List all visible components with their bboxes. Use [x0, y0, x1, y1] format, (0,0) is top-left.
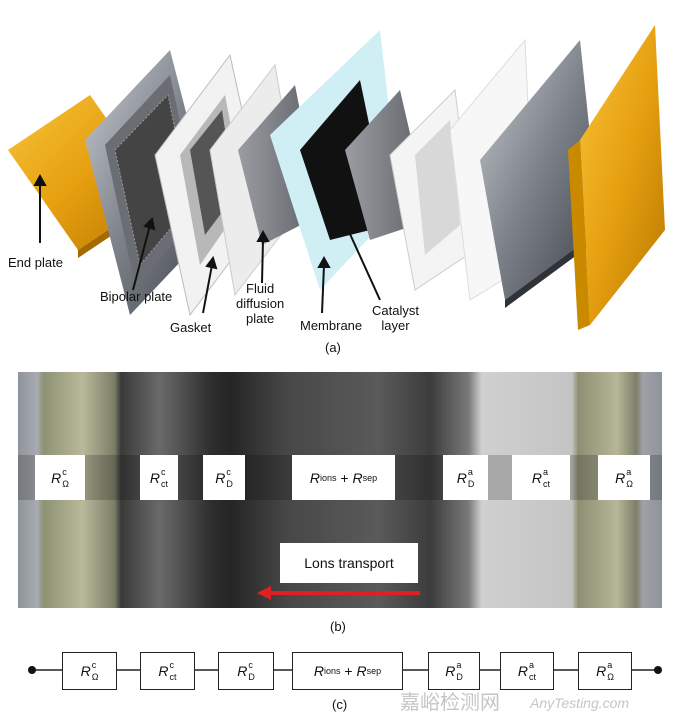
r-sub: D — [248, 672, 255, 682]
r-sub: D — [456, 672, 463, 682]
r-symbol: R — [531, 469, 543, 486]
label-bipolar-plate: Bipolar plate — [100, 289, 173, 304]
r-sup: a — [543, 466, 549, 477]
r-sub: Ω — [91, 672, 99, 682]
caption-b: (b) — [330, 619, 346, 634]
watermark-cn: 嘉峪检测网 — [400, 690, 500, 714]
r-symbol: R — [215, 469, 226, 486]
r-sub: sep — [362, 472, 378, 483]
r-sub: D — [467, 478, 475, 489]
r-symbol: R — [356, 663, 367, 679]
r-sup: a — [626, 466, 632, 477]
r-sub: ions — [324, 666, 341, 676]
label-arrows — [33, 173, 381, 314]
label-fluid-diffusion-plate: Fluid diffusion plate — [236, 281, 284, 326]
r-sup: c — [248, 660, 253, 670]
r-sub: Ω — [626, 478, 633, 489]
watermark-en: AnyTesting.com — [530, 695, 630, 711]
r-sub: ct — [169, 672, 177, 682]
r-sub: Ω — [607, 672, 614, 682]
label-line: Fluid — [246, 281, 275, 296]
r-symbol: R — [352, 469, 363, 486]
r-symbol: R — [445, 663, 456, 679]
r-symbol: R — [158, 663, 169, 679]
label-gasket: Gasket — [170, 320, 212, 335]
r-sub: ions — [320, 472, 337, 483]
r-sup: c — [226, 466, 231, 477]
terminal-left — [28, 666, 36, 674]
r-symbol: R — [517, 663, 529, 679]
r-sub: Ω — [62, 478, 69, 489]
plus: + — [340, 469, 349, 486]
r-sup: a — [467, 466, 473, 477]
label-end-plate: End plate — [8, 255, 63, 270]
label-line: plate — [245, 311, 275, 326]
r-symbol: R — [313, 663, 324, 679]
r-symbol: R — [149, 469, 161, 486]
r-sup: a — [529, 660, 535, 670]
r-symbol: R — [51, 469, 62, 486]
r-sub: ct — [543, 478, 551, 489]
r-sup: a — [607, 660, 613, 670]
terminal-right — [654, 666, 662, 674]
ions-transport-label: Lons transport — [280, 543, 418, 583]
end-plate-right — [568, 25, 665, 330]
r-symbol: R — [615, 469, 626, 486]
r-sub: D — [226, 478, 233, 489]
r-symbol: R — [80, 663, 91, 679]
label-line: diffusion — [236, 296, 285, 311]
r-sup: c — [91, 660, 97, 670]
plus: + — [344, 663, 353, 679]
r-symbol: R — [309, 469, 320, 486]
r-symbol: R — [456, 469, 467, 486]
caption-c: (c) — [332, 697, 348, 712]
label-catalyst-layer: Catalyst layer — [372, 303, 419, 333]
label-membrane: Membrane — [300, 318, 363, 333]
r-symbol: R — [596, 663, 607, 679]
r-sub: ct — [161, 478, 169, 489]
ions-transport-arrow — [257, 586, 420, 600]
r-sub: ct — [529, 672, 537, 682]
caption-a: (a) — [325, 340, 341, 355]
r-sup: c — [62, 466, 67, 477]
label-line: Catalyst — [372, 303, 419, 318]
r-sub: sep — [366, 666, 382, 676]
r-symbol: R — [237, 663, 248, 679]
r-sup: a — [456, 660, 462, 670]
r-sup: c — [161, 466, 166, 477]
label-line: layer — [381, 318, 410, 333]
fuel-cell-exploded-view — [8, 25, 665, 330]
r-sup: c — [169, 660, 175, 670]
